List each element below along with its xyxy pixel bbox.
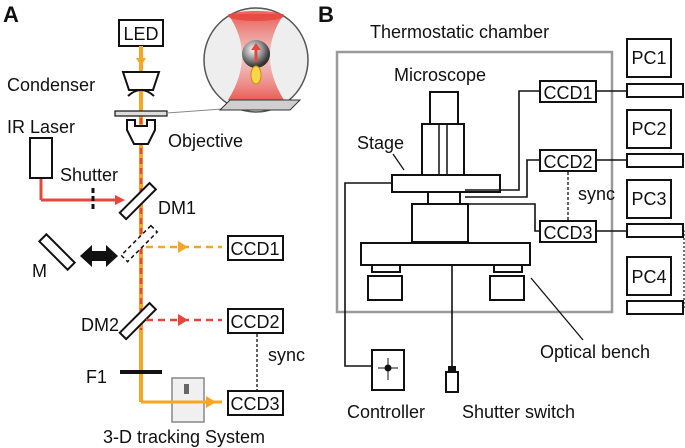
sync-label-b: sync bbox=[578, 184, 615, 204]
optical-bench-label: Optical bench bbox=[540, 342, 650, 362]
dm1-label: DM1 bbox=[158, 198, 196, 218]
shutter-switch bbox=[445, 366, 459, 393]
m-label: M bbox=[32, 261, 47, 281]
stage-pointer bbox=[392, 153, 405, 171]
condenser-label: Condenser bbox=[7, 75, 95, 95]
panel-b-letter: B bbox=[318, 2, 334, 27]
ccd2-cable bbox=[465, 159, 540, 198]
sample-slide bbox=[114, 110, 168, 117]
dm2-mirror bbox=[118, 301, 158, 341]
ccd1-cable bbox=[465, 90, 540, 191]
trap-zoom-inset bbox=[203, 7, 309, 113]
f1-label: F1 bbox=[86, 367, 107, 387]
ccd1-beam-arrow-icon bbox=[178, 241, 188, 253]
ir-laser-label: IR Laser bbox=[7, 117, 75, 137]
pc4-label: PC4 bbox=[631, 267, 666, 287]
pc3: PC3 bbox=[626, 179, 684, 238]
m-mirror bbox=[37, 232, 77, 272]
ccd2-b-label: CCD2 bbox=[543, 152, 592, 172]
bench-leg-left bbox=[367, 264, 403, 301]
thermostatic-chamber bbox=[335, 50, 614, 314]
led-source: LED bbox=[118, 19, 164, 47]
controller-label: Controller bbox=[347, 402, 425, 422]
ccd3-camera bbox=[227, 390, 284, 416]
sync-label-a: sync bbox=[268, 345, 305, 365]
ccd2-label: CCD2 bbox=[230, 312, 279, 332]
dm2-label: DM2 bbox=[81, 315, 119, 335]
shutter-switch-label: Shutter switch bbox=[462, 402, 575, 422]
stage-label: Stage bbox=[357, 133, 404, 153]
controller-cable bbox=[344, 182, 392, 367]
led-label: LED bbox=[123, 24, 158, 44]
movable-mirror-position bbox=[120, 224, 159, 263]
double-arrow-icon bbox=[80, 245, 118, 267]
microscope-label: Microscope bbox=[394, 65, 486, 85]
optical-bench bbox=[360, 242, 531, 266]
pc2-label: PC2 bbox=[631, 119, 666, 139]
ccd1-b-label: CCD1 bbox=[543, 83, 592, 103]
motor-icon bbox=[250, 65, 262, 85]
ccd3-cable bbox=[465, 203, 540, 232]
pc1-label: PC1 bbox=[631, 48, 666, 68]
ccd2-beam-arrow-icon bbox=[178, 314, 188, 326]
pc2: PC2 bbox=[626, 109, 684, 168]
pc1: PC1 bbox=[626, 38, 684, 98]
bench-leg-right bbox=[489, 264, 525, 301]
ccd1-label: CCD1 bbox=[230, 239, 279, 259]
pc3-label: PC3 bbox=[631, 189, 666, 209]
ccd3-beam-arrow-icon bbox=[206, 396, 216, 408]
led-beam-arrow-icon bbox=[136, 58, 146, 66]
force-arrow-icon bbox=[251, 43, 261, 50]
controller bbox=[371, 349, 405, 391]
ccd2-camera bbox=[227, 308, 284, 334]
objective-label: Objective bbox=[168, 131, 243, 151]
optical-bench-pointer bbox=[530, 277, 584, 341]
objective: Objective bbox=[126, 119, 243, 151]
joystick-icon bbox=[384, 364, 392, 372]
pc3-pc4-link bbox=[683, 230, 685, 309]
ccd3-label: CCD3 bbox=[230, 394, 279, 414]
condenser: Condenser bbox=[7, 71, 161, 97]
chamber-label: Thermostatic chamber bbox=[370, 22, 549, 42]
ccd3-b-label: CCD3 bbox=[543, 223, 592, 243]
pc4: PC4 bbox=[626, 256, 684, 315]
ccd1-camera bbox=[227, 235, 284, 261]
dm1-mirror bbox=[118, 181, 158, 221]
ir-laser: IR Laser bbox=[7, 117, 75, 179]
panel-a-letter: A bbox=[3, 2, 19, 27]
tracking-lens-icon bbox=[184, 384, 189, 394]
tracking-label: 3-D tracking System bbox=[103, 427, 265, 447]
microscope bbox=[411, 91, 469, 243]
shutter-label: Shutter bbox=[60, 165, 118, 185]
